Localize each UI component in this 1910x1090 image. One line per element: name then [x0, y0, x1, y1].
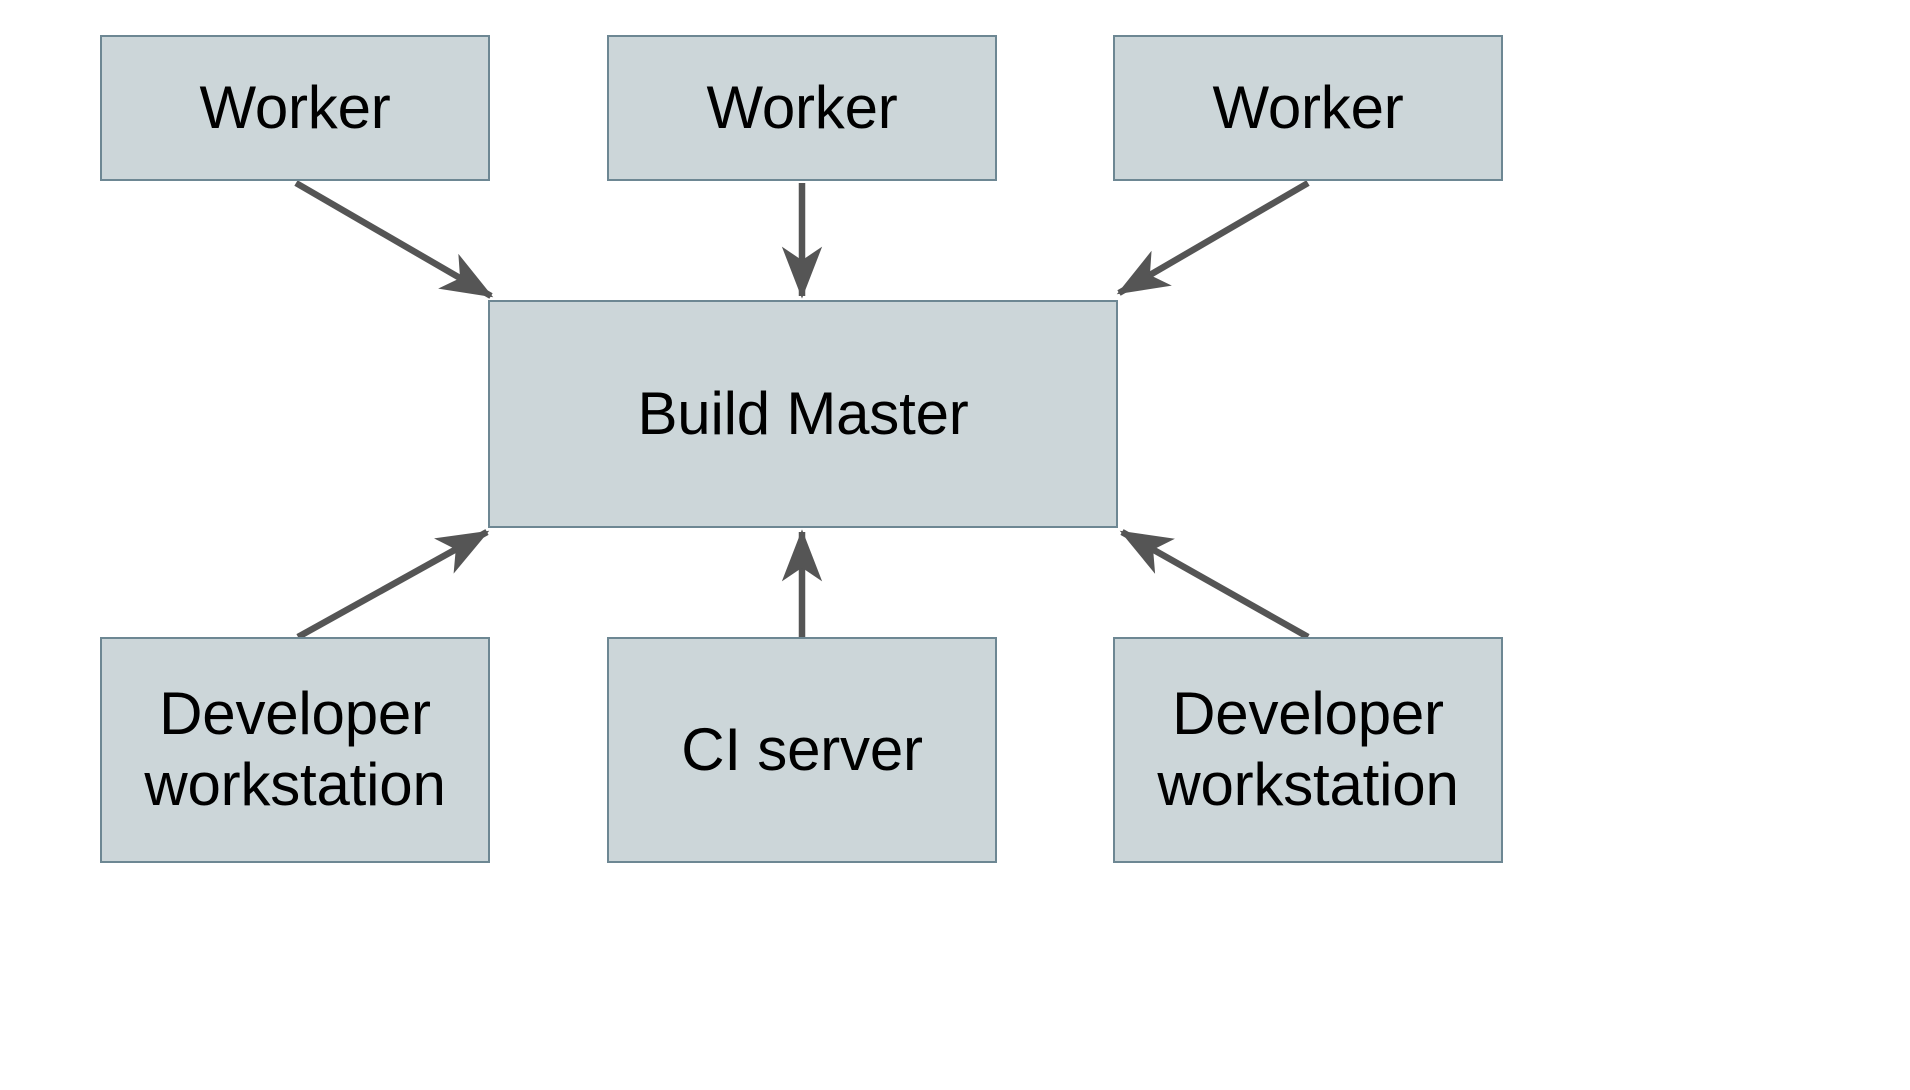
node-developer-workstation-a-label: Developer workstation: [144, 680, 446, 818]
node-worker-b[interactable]: Worker: [607, 35, 997, 181]
node-developer-workstation-b[interactable]: Developer workstation: [1113, 637, 1503, 863]
node-worker-c-label: Worker: [1212, 73, 1404, 141]
edge-dev-a-to-master: [296, 529, 490, 640]
node-build-master-label: Build Master: [637, 379, 969, 447]
edge-worker-a-to-master: [294, 180, 494, 299]
edge-worker-c-to-master: [1116, 180, 1310, 296]
node-worker-a[interactable]: Worker: [100, 35, 490, 181]
node-worker-b-label: Worker: [706, 73, 898, 141]
node-developer-workstation-b-label: Developer workstation: [1157, 680, 1459, 818]
edge-dev-b-to-master: [1119, 529, 1310, 640]
node-build-master[interactable]: Build Master: [488, 300, 1118, 528]
node-ci-server-label: CI server: [681, 715, 923, 783]
node-worker-c[interactable]: Worker: [1113, 35, 1503, 181]
node-developer-workstation-a[interactable]: Developer workstation: [100, 637, 490, 863]
node-worker-a-label: Worker: [199, 73, 391, 141]
node-ci-server[interactable]: CI server: [607, 637, 997, 863]
